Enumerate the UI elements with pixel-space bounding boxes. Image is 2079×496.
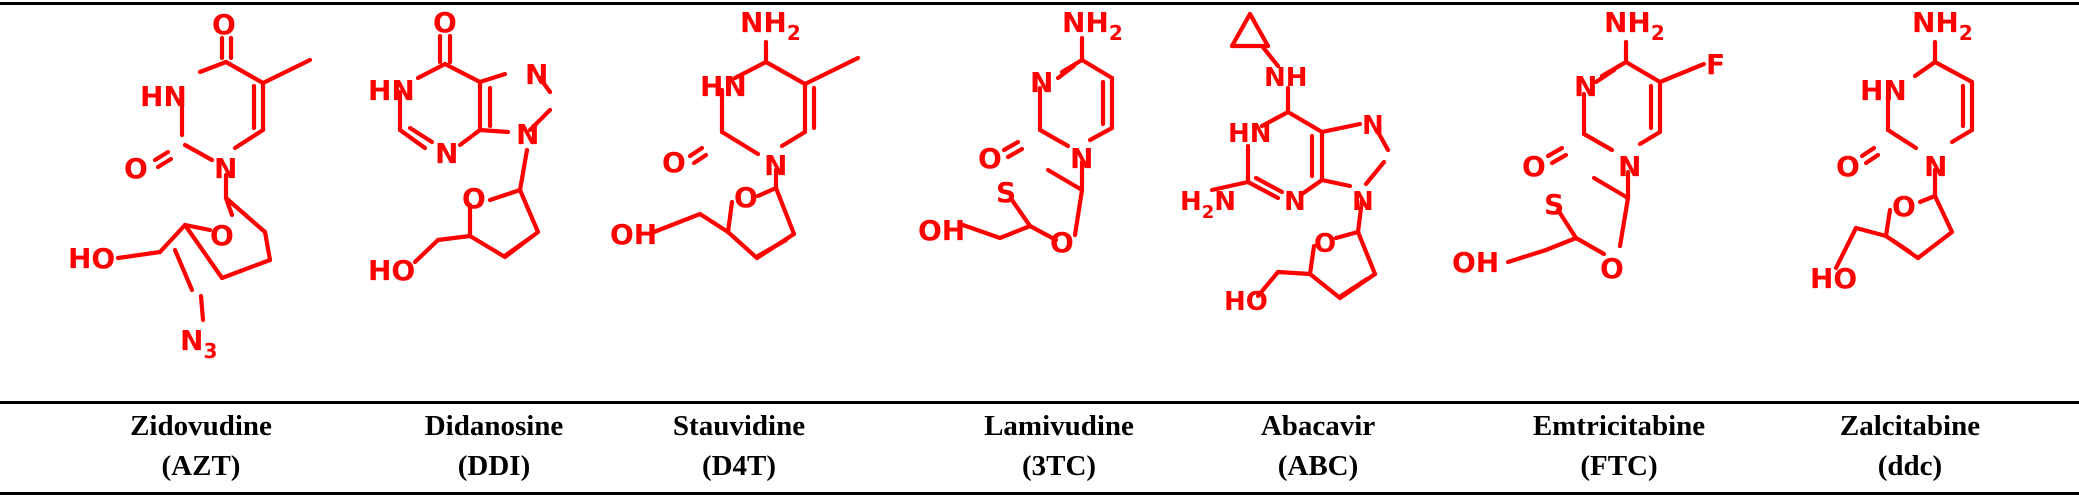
label-O: O <box>212 8 236 41</box>
label-O: O <box>210 219 234 252</box>
drug-abbreviation: (ABC) <box>1277 450 1359 482</box>
label-HN: HN <box>140 80 187 113</box>
table-bottom-rule <box>0 492 2079 495</box>
label-HO: HO <box>1224 287 1268 317</box>
drug-abbreviation: (FTC) <box>1580 450 1658 482</box>
drug-cell-stauvidine: Stauvidine (D4T) <box>599 406 879 486</box>
label-N: N <box>1618 150 1641 183</box>
label-N: N <box>1574 70 1597 103</box>
atom-labels-zidovudine: O HN O N O HO N3 <box>68 8 237 363</box>
label-N: N <box>1362 111 1384 141</box>
drug-name: Lamivudine <box>984 410 1134 442</box>
drug-abbreviation: (AZT) <box>161 450 241 482</box>
label-NH2: NH2 <box>740 6 801 45</box>
label-HN: HN <box>1860 74 1907 107</box>
label-HN: HN <box>368 74 415 107</box>
atom-labels-didanosine: O HN N N N O HO <box>368 6 548 287</box>
label-OH: OH <box>610 218 657 251</box>
label-O: O <box>1892 190 1916 223</box>
structure-stauvidine <box>651 39 861 261</box>
label-N: N <box>1352 187 1374 217</box>
atom-labels-abacavir: NH HN N N N H2N O HO <box>1180 63 1384 317</box>
label-O: O <box>1600 252 1624 285</box>
drug-cell-zalcitabine: Zalcitabine (ddc) <box>1770 406 2050 486</box>
structure-lamivudine <box>957 35 1115 243</box>
label-NH2: NH2 <box>1912 6 1973 45</box>
label-HN: HN <box>700 70 747 103</box>
atom-labels-emtricitabine: NH2 N F O N S O OH <box>1452 6 1725 285</box>
label-N3: N3 <box>180 324 217 363</box>
drug-name: Emtricitabine <box>1532 410 1706 442</box>
label-NH: NH <box>1264 63 1308 93</box>
table-top-rule <box>0 2 2079 5</box>
drug-name: Didanosine <box>424 410 564 442</box>
atom-labels-zalcitabine: NH2 HN O N O HO <box>1810 6 1973 295</box>
label-O: O <box>124 152 148 185</box>
label-O: O <box>1050 226 1074 259</box>
label-O: O <box>662 146 686 179</box>
drug-name: Zalcitabine <box>1839 410 1981 442</box>
atom-labels-stauvidine: NH2 HN O N O OH <box>610 6 801 251</box>
drug-name: Stauvidine <box>672 410 806 442</box>
drug-cell-lamivudine: Lamivudine (3TC) <box>919 406 1199 486</box>
label-NH2: NH2 <box>1604 6 1665 45</box>
label-HO: HO <box>1810 262 1857 295</box>
label-F: F <box>1706 48 1725 81</box>
label-N: N <box>1924 150 1947 183</box>
drug-cell-zidovudine: Zidovudine (AZT) <box>61 406 341 486</box>
drug-names-row: Zidovudine (AZT) Didanosine (DDI) Stauvi… <box>0 406 2079 492</box>
drug-abbreviation: (D4T) <box>701 450 777 482</box>
chemical-structures: O HN O N O HO N3 <box>68 6 1975 363</box>
drug-abbreviation: (3TC) <box>1021 450 1097 482</box>
structure-zalcitabine <box>1833 39 1975 271</box>
label-NH2: NH2 <box>1062 6 1123 45</box>
label-N: N <box>764 149 787 182</box>
table-header-rule <box>0 401 2079 404</box>
label-HN: HN <box>1228 119 1272 149</box>
label-S: S <box>1544 188 1564 221</box>
label-OH: OH <box>1452 246 1499 279</box>
label-O: O <box>433 6 457 39</box>
label-N: N <box>1030 66 1053 99</box>
structure-abacavir <box>1209 11 1391 301</box>
drug-abbreviation: (ddc) <box>1877 450 1943 482</box>
drug-cell-didanosine: Didanosine (DDI) <box>354 406 634 486</box>
label-N: N <box>435 137 458 170</box>
drug-name: Zidovudine <box>130 410 272 442</box>
label-N: N <box>1070 142 1093 175</box>
drug-abbreviation: (DDI) <box>457 450 531 482</box>
drug-name: Abacavir <box>1260 410 1376 442</box>
label-N: N <box>1284 187 1306 217</box>
label-N: N <box>516 118 539 151</box>
label-O: O <box>734 181 758 214</box>
structure-zidovudine <box>115 35 313 323</box>
label-HO: HO <box>368 254 415 287</box>
label-S: S <box>996 176 1016 209</box>
label-O: O <box>978 142 1002 175</box>
label-N: N <box>214 152 237 185</box>
label-OH: OH <box>918 214 965 247</box>
label-O: O <box>462 182 486 215</box>
label-N: N <box>525 58 548 91</box>
structure-emtricitabine <box>1505 39 1707 265</box>
label-H2N: H2N <box>1180 187 1236 223</box>
atom-labels-lamivudine: NH2 N O N S O OH <box>918 6 1123 259</box>
label-HO: HO <box>68 242 115 275</box>
structure-didanosine <box>397 33 553 265</box>
drug-cell-abacavir: Abacavir (ABC) <box>1178 406 1458 486</box>
label-O: O <box>1314 229 1336 259</box>
label-O: O <box>1836 150 1860 183</box>
label-O: O <box>1522 150 1546 183</box>
drug-cell-emtricitabine: Emtricitabine (FTC) <box>1479 406 1759 486</box>
